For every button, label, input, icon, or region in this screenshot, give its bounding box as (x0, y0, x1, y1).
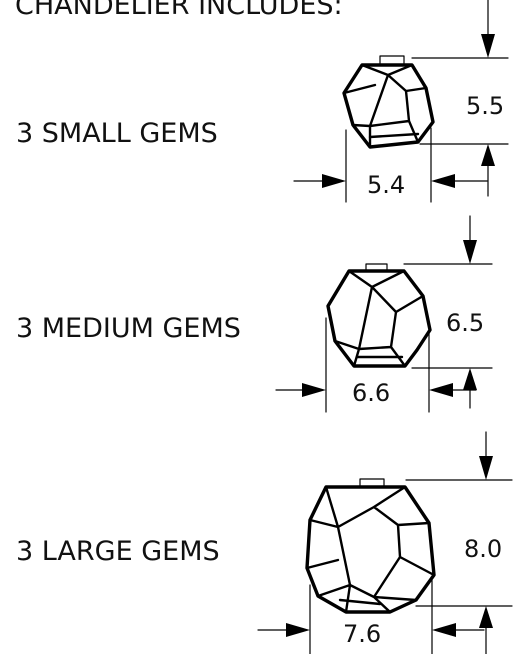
large-width-dimension: 7.6 (257, 579, 485, 654)
large-width-value: 7.6 (343, 620, 381, 648)
medium-gem-label: 3 MEDIUM GEMS (16, 313, 241, 344)
medium-width-dimension: 6.6 (275, 317, 477, 413)
small-width-dimension: 5.4 (293, 127, 488, 203)
header-text: CHANDELIER INCLUDES: (15, 0, 343, 21)
medium-height-dimension: 6.5 (403, 215, 493, 409)
small-width-value: 5.4 (367, 171, 405, 199)
small-height-dimension: 5.5 (411, 0, 509, 197)
medium-gem-shape (326, 263, 432, 368)
small-height-value: 5.5 (466, 92, 504, 120)
large-height-value: 8.0 (464, 535, 502, 563)
small-gem-shape (342, 55, 435, 149)
large-gem-label: 3 LARGE GEMS (16, 536, 220, 567)
small-gem-label: 3 SMALL GEMS (16, 118, 218, 149)
small-gem-group: 3 SMALL GEMS 5.5 5.4 (16, 0, 509, 203)
large-gem-shape (305, 478, 436, 614)
medium-gem-group: 3 MEDIUM GEMS 6.5 6.6 (16, 215, 493, 413)
large-gem-group: 3 LARGE GEMS 8.0 7.6 (16, 431, 513, 654)
medium-width-value: 6.6 (352, 379, 390, 407)
medium-height-value: 6.5 (446, 309, 484, 337)
